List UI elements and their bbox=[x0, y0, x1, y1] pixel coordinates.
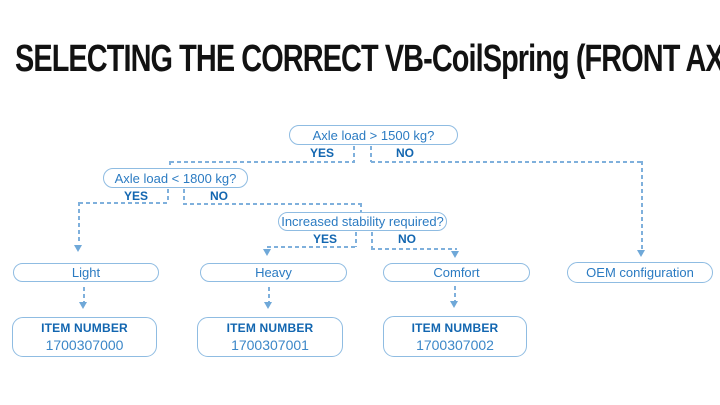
decision-box-increased-stability: Increased stability required? bbox=[278, 212, 447, 231]
decision-box-axle-load-1800: Axle load < 1800 kg? bbox=[103, 168, 248, 188]
arrow-down-icon bbox=[450, 301, 458, 308]
item-number-box-3: ITEM NUMBER 1700307002 bbox=[383, 316, 527, 357]
flow-line bbox=[371, 232, 373, 249]
no-label-decision-3: NO bbox=[398, 232, 416, 246]
flow-line-yes-2 bbox=[79, 202, 169, 204]
flow-line bbox=[167, 189, 169, 203]
flow-line-no-3 bbox=[371, 248, 457, 250]
page-title: SELECTING THE CORRECT VB-CoilSpring (FRO… bbox=[15, 38, 720, 80]
flow-line-yes-1 bbox=[170, 161, 355, 163]
flow-line-no-2 bbox=[183, 203, 362, 205]
yes-label-decision-2: YES bbox=[123, 189, 148, 203]
no-label-decision-2: NO bbox=[210, 189, 228, 203]
result-label: Heavy bbox=[255, 265, 292, 280]
arrow-down-icon bbox=[637, 250, 645, 257]
flow-line bbox=[454, 286, 456, 301]
item-number-heading: ITEM NUMBER bbox=[411, 320, 499, 335]
item-number-box-1: ITEM NUMBER 1700307000 bbox=[12, 317, 157, 357]
result-box-comfort: Comfort bbox=[383, 263, 530, 282]
arrow-down-icon bbox=[79, 302, 87, 309]
item-number-heading: ITEM NUMBER bbox=[41, 321, 128, 335]
decision-text: Axle load < 1800 kg? bbox=[114, 170, 237, 186]
flow-line bbox=[83, 287, 85, 302]
flow-line bbox=[370, 146, 372, 162]
decision-box-axle-load-1500: Axle load > 1500 kg? bbox=[289, 125, 458, 145]
arrow-down-icon bbox=[263, 249, 271, 256]
arrow-down-icon bbox=[74, 245, 82, 252]
flow-line bbox=[183, 189, 185, 204]
flow-line bbox=[353, 146, 355, 162]
flow-line-to-oem bbox=[641, 161, 643, 249]
arrow-down-icon bbox=[264, 302, 272, 309]
flow-line-to-light bbox=[78, 202, 80, 244]
flow-line bbox=[169, 161, 171, 168]
flow-line bbox=[360, 203, 362, 212]
result-box-heavy: Heavy bbox=[200, 263, 347, 282]
item-number-value: 1700307000 bbox=[45, 337, 124, 353]
no-label-decision-1: NO bbox=[396, 146, 414, 160]
result-label: OEM configuration bbox=[586, 265, 694, 280]
result-label: Light bbox=[71, 265, 101, 280]
decision-text: Increased stability required? bbox=[281, 214, 444, 229]
result-box-light: Light bbox=[13, 263, 159, 282]
item-number-box-2: ITEM NUMBER 1700307001 bbox=[197, 317, 343, 357]
item-number-value: 1700307002 bbox=[416, 336, 494, 353]
flow-line bbox=[355, 232, 357, 247]
arrow-down-icon bbox=[451, 251, 459, 258]
decision-text: Axle load > 1500 kg? bbox=[312, 127, 435, 143]
flow-line-no-1 bbox=[371, 161, 643, 163]
item-number-value: 1700307001 bbox=[231, 337, 309, 353]
flow-line bbox=[268, 287, 270, 302]
yes-label-decision-3: YES bbox=[312, 232, 337, 246]
result-box-oem-configuration: OEM configuration bbox=[567, 262, 713, 283]
flow-line-yes-3 bbox=[267, 246, 357, 248]
item-number-heading: ITEM NUMBER bbox=[226, 321, 314, 335]
yes-label-decision-1: YES bbox=[309, 146, 334, 160]
result-label: Comfort bbox=[433, 265, 480, 280]
